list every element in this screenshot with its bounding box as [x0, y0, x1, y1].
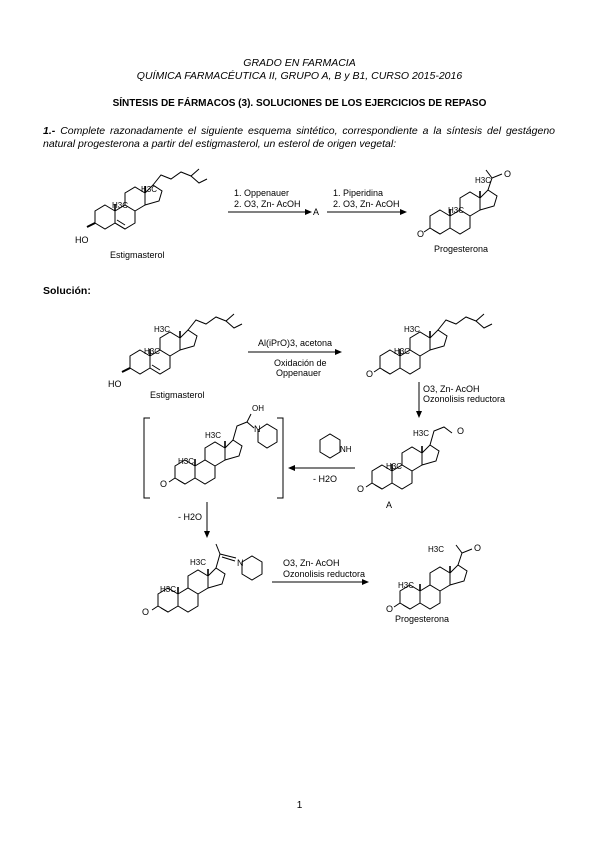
header-degree: GRADO EN FARMACIA — [243, 57, 356, 69]
ch3-label-11: H3C — [178, 457, 194, 466]
loss-water-1: - H2O — [313, 474, 337, 484]
carbinolamine-structure — [168, 413, 278, 485]
ch3-label-12: H3C — [205, 431, 221, 440]
ch3-label-3: H3C — [448, 206, 464, 215]
arrow-head-icon — [305, 209, 312, 215]
ch3-label-16: H3C — [428, 545, 444, 554]
intermediate-a-label: A — [313, 207, 319, 217]
ozonolysis-reagent-2: O3, Zn- AcOH — [283, 558, 340, 568]
ketone-o-label-1: O — [417, 229, 424, 239]
oppenauer-name-1: Oxidación de — [274, 358, 327, 368]
estigmasterol-structure-2 — [121, 313, 243, 375]
step2-line1: 1. Piperidina — [333, 188, 383, 198]
bracket-right — [277, 417, 284, 499]
ch3-label-13: H3C — [160, 585, 176, 594]
arrow-head-icon — [288, 465, 295, 471]
oh-label: OH — [252, 404, 264, 413]
arrow-head-icon — [204, 531, 210, 538]
piperidine-nh-label: NH — [340, 445, 352, 454]
ch3-label-4: H3C — [475, 176, 491, 185]
ch3-label-10: H3C — [413, 429, 429, 438]
ho-label-2: HO — [108, 379, 122, 389]
aldehyde-o-label: O — [457, 426, 464, 436]
ozonolysis-name-2: Ozonolisis reductora — [283, 569, 365, 579]
ketone-o-label-7: O — [386, 604, 393, 614]
ch3-label-9: H3C — [386, 462, 402, 471]
estigmasterol-label-1: Estigmasterol — [110, 250, 165, 260]
progesterona-label-2: Progesterona — [395, 614, 449, 624]
piperidine-structure — [319, 433, 341, 459]
aldehyde-a-label: A — [386, 500, 392, 510]
estigmasterol-label-2: Estigmasterol — [150, 390, 205, 400]
progesterone-structure-2 — [393, 544, 473, 610]
ho-label-1: HO — [75, 235, 89, 245]
document-title: SÍNTESIS DE FÁRMACOS (3). SOLUCIONES DE … — [112, 98, 487, 109]
solution-heading: Solución: — [43, 285, 91, 297]
progesterona-label-1: Progesterona — [434, 244, 488, 254]
step1-line2: 2. O3, Zn- AcOH — [234, 199, 301, 209]
ch3-label-1: H3C — [112, 201, 128, 210]
ketone-o-label-2: O — [504, 169, 511, 179]
ozonolysis-name-1: Ozonolisis reductora — [423, 394, 505, 404]
ch3-label-15: H3C — [398, 581, 414, 590]
header-course: QUÍMICA FARMACÉUTICA II, GRUPO A, B y B1… — [136, 70, 463, 82]
bracket-left — [143, 417, 150, 499]
ch3-label-14: H3C — [190, 558, 206, 567]
ch3-label-2: H3C — [141, 185, 157, 194]
ketone-o-label-6: O — [142, 607, 149, 617]
step2-line2: 2. O3, Zn- AcOH — [333, 199, 400, 209]
ch3-label-7: H3C — [394, 347, 410, 356]
problem-number: 1.- — [43, 125, 56, 137]
ch3-label-5: H3C — [144, 347, 160, 356]
stigmastenone-structure — [373, 313, 493, 375]
problem-statement: 1.- Complete razonadamente el siguiente … — [43, 125, 555, 151]
arrow-head-icon — [416, 411, 422, 418]
ketone-o-label-5: O — [160, 479, 167, 489]
step1-line1: 1. Oppenauer — [234, 188, 289, 198]
arrow-head-icon — [335, 349, 342, 355]
arrow-head-icon — [362, 579, 369, 585]
loss-water-2: - H2O — [178, 512, 202, 522]
oppenauer-reagent: Al(iPrO)3, acetona — [258, 338, 332, 348]
page-number: 1 — [296, 800, 303, 811]
ch3-label-6: H3C — [154, 325, 170, 334]
problem-text: Complete razonadamente el siguiente esqu… — [43, 125, 555, 150]
ketone-o-label-3: O — [366, 369, 373, 379]
arrow-head-icon — [400, 209, 407, 215]
ketone-o-label-8: O — [474, 543, 481, 553]
progesterone-structure-1 — [423, 169, 503, 235]
ketone-o-label-4: O — [357, 484, 364, 494]
estigmasterol-structure-1 — [86, 168, 208, 230]
amine-n-label-2: N — [237, 558, 244, 568]
ch3-label-8: H3C — [404, 325, 420, 334]
enamine-structure — [151, 543, 263, 613]
oppenauer-name-2: Oppenauer — [276, 368, 321, 378]
amine-n-label-1: N — [254, 424, 261, 434]
aldehyde-a-structure — [365, 426, 453, 490]
ozonolysis-reagent-1: O3, Zn- AcOH — [423, 384, 480, 394]
